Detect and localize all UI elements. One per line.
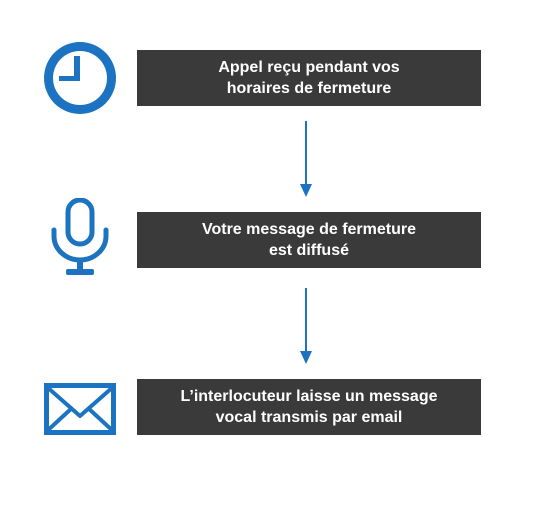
step-2-line-2: est diffusé bbox=[268, 242, 349, 259]
step-1-line-2: horaires de fermeture bbox=[226, 80, 392, 97]
microphone-icon bbox=[51, 198, 109, 275]
step-box-voicemail-emailed: L’interlocuteur laisse un message vocal … bbox=[137, 379, 481, 435]
step-box-message-played: Votre message de fermeture est diffusé bbox=[137, 212, 481, 268]
step-3-line-1: L’interlocuteur laisse un message bbox=[180, 388, 438, 405]
envelope-icon bbox=[44, 383, 116, 435]
step-2-line-1: Votre message de fermeture bbox=[201, 221, 416, 238]
arrow-down-icon bbox=[300, 121, 312, 197]
step-1-line-1: Appel reçu pendant vos bbox=[218, 59, 400, 76]
step-3-line-2: vocal transmis par email bbox=[215, 409, 403, 426]
step-box-call-received: Appel reçu pendant vos horaires de ferme… bbox=[137, 50, 481, 106]
arrow-down-icon bbox=[300, 288, 312, 364]
clock-icon bbox=[44, 42, 116, 114]
